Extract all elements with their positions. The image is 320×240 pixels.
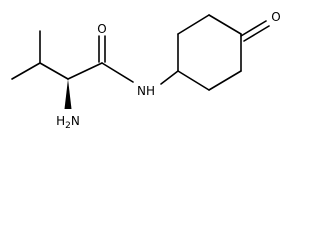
ring-bond-5 <box>208 70 242 91</box>
amide-nh-label: NH <box>137 84 155 98</box>
ring-bond-2 <box>177 14 210 35</box>
bond-methyl-left <box>11 62 41 80</box>
bond-carbonyl-to-amide-n <box>101 62 134 83</box>
ketone-double-bond-1 <box>240 20 267 37</box>
amine-h-label: H <box>56 114 65 128</box>
ring-bond-6 <box>177 70 210 91</box>
bond-isopropyl-to-alpha <box>39 62 69 80</box>
ring-bond-3 <box>208 14 242 35</box>
ketone-oxygen-label: O <box>271 10 280 24</box>
stereo-wedge-bond <box>64 79 72 109</box>
bond-amide-n-to-ring <box>160 70 179 85</box>
ketone-double-bond-2 <box>243 25 270 42</box>
bond-alpha-to-carbonyl <box>67 62 103 80</box>
amine-n-label: N <box>71 114 80 128</box>
chemical-structure-diagram: O NH H2N O <box>11 10 281 131</box>
amine-label: H2N <box>56 114 80 131</box>
carbonyl-oxygen-label: O <box>97 22 106 36</box>
amine-subscript: 2 <box>65 121 71 131</box>
